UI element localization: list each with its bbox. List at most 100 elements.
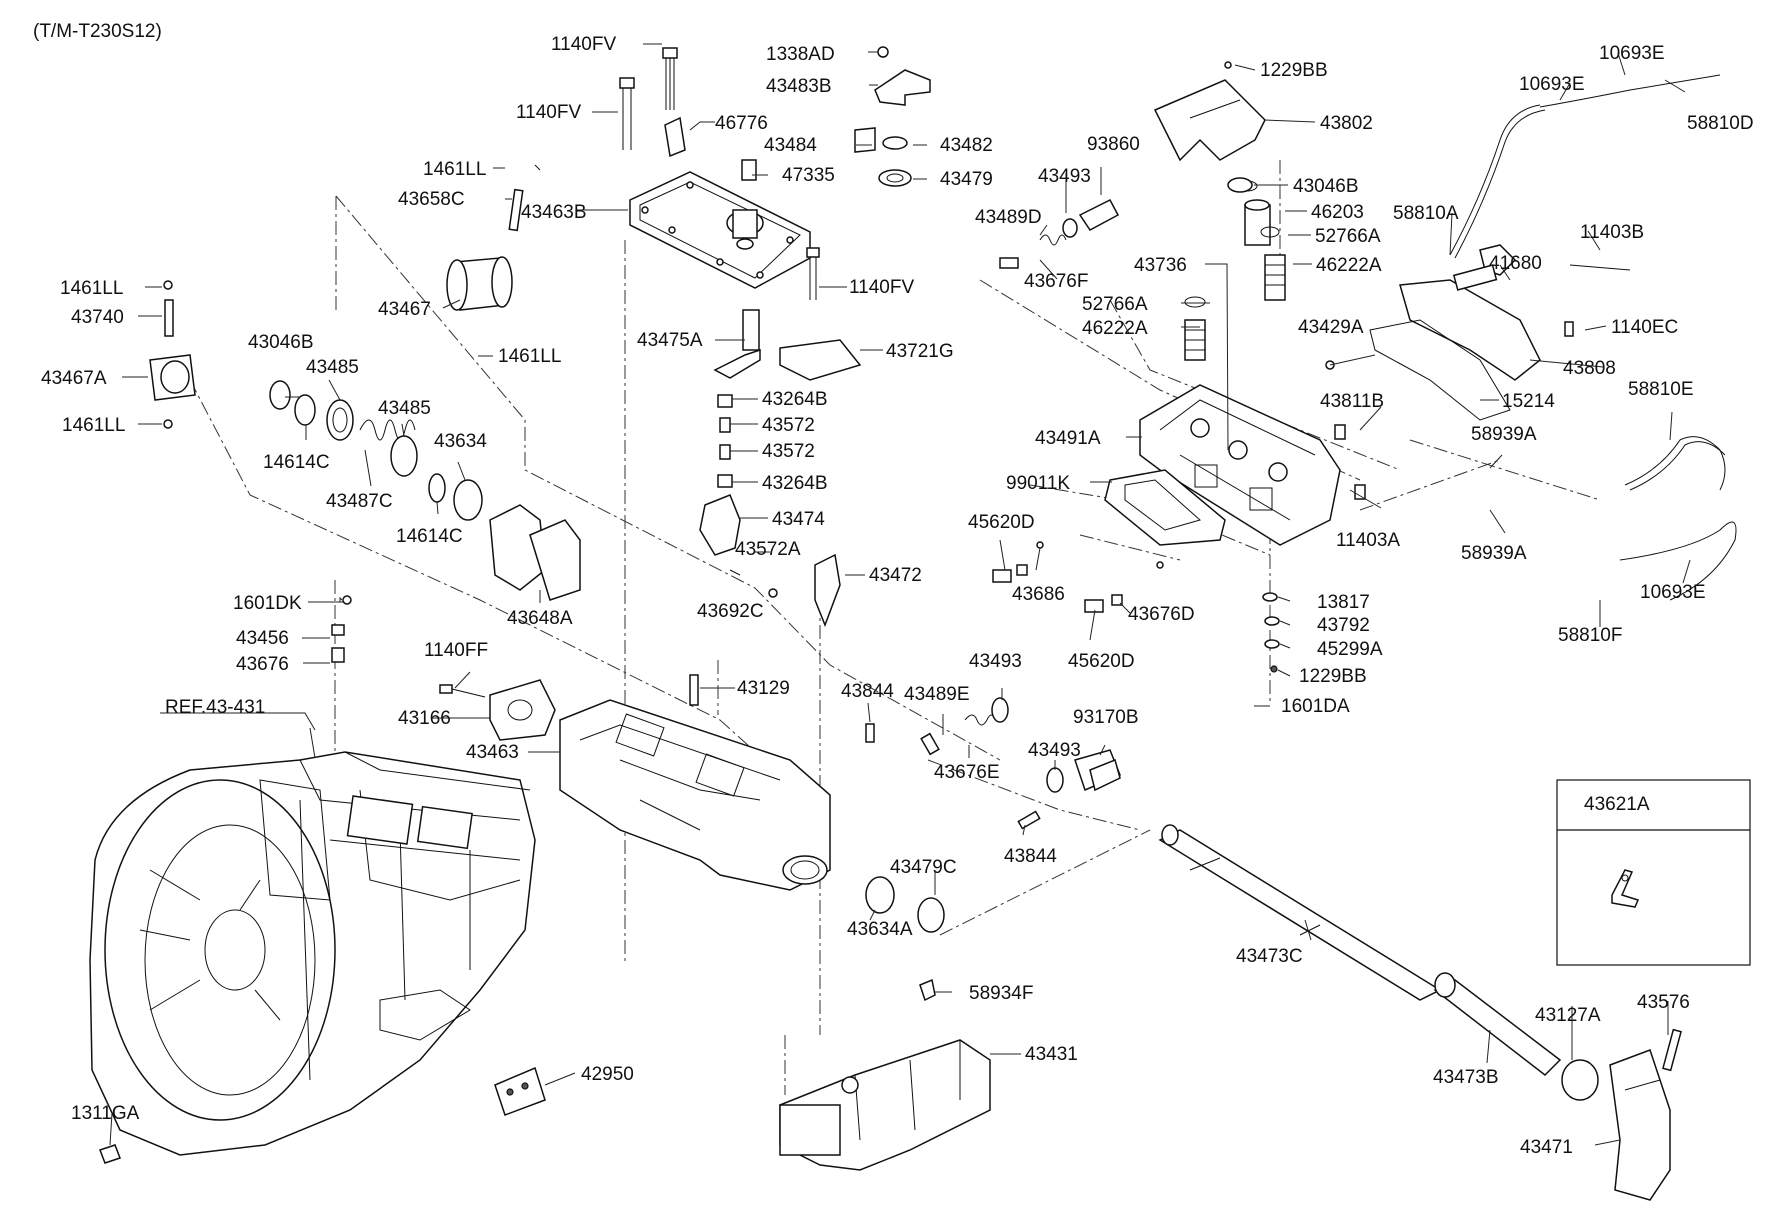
part-label: 43472 [869,565,922,586]
part-label: 93170B [1073,707,1139,728]
part-label: 1229BB [1299,666,1367,687]
part-label: 43479C [890,857,957,878]
shift-housing [331,595,945,933]
part-label: 1601DK [233,593,302,614]
part-label: 43576 [1637,992,1690,1013]
part-label: 43489E [904,684,970,705]
part-label: 43456 [236,628,289,649]
part-label: 43489D [975,207,1042,228]
part-label: 43467 [378,299,431,320]
part-label: 1338AD [766,44,835,65]
shift-lever [713,309,862,381]
part-label: 58939A [1461,543,1527,564]
flange-43166 [439,679,556,741]
part-label: 42950 [581,1064,634,1085]
part-label: 52766A [1315,226,1381,247]
part-label: 43264B [762,473,828,494]
part-label: 43572 [762,441,815,462]
part-label: 11403A [1336,530,1400,551]
transmission-case [89,751,536,1156]
plugs-45620d [992,541,1164,613]
part-label: 43692C [697,601,764,622]
model-code-label: (T/M-T230S12) [33,21,162,42]
rings-springs-left [269,380,581,601]
part-label: 46776 [715,113,768,134]
shift-actuator [779,978,991,1171]
part-label: 15214 [1502,391,1555,412]
part-label: 43166 [398,708,451,729]
part-label: 43736 [1134,255,1187,276]
part-label: 10693E [1599,43,1665,64]
part-label: 46222A [1082,318,1148,339]
inset-title: 43621A [1584,794,1650,815]
part-label: 43844 [841,681,894,702]
part-label: 58939A [1471,424,1537,445]
bolts-1140fv [619,47,820,300]
part-label: 58810A [1393,203,1459,224]
oil-lines [1449,74,1737,601]
part-label: 43802 [1320,113,1373,134]
part-label: 43471 [1520,1137,1573,1158]
part-label: 1140FV [849,277,914,298]
reference-label: REF.43-431 [165,697,265,718]
part-label: 43429A [1298,317,1364,338]
part-label: 43463B [521,202,587,223]
part-label: 43740 [71,307,124,328]
part-label: 43485 [306,357,359,378]
part-label: 43572 [762,415,815,436]
part-label: 58810F [1558,625,1622,646]
part-label: 43808 [1563,358,1616,379]
part-label: 43129 [737,678,790,699]
part-label: 41680 [1489,253,1542,274]
part-label: 1311GA [71,1103,140,1124]
part-label: 43046B [248,332,314,353]
part-label: 52766A [1082,294,1148,315]
part-label: 45620D [968,512,1035,533]
part-label: 43493 [969,651,1022,672]
cover-43802 [1153,61,1266,193]
part-label: 43487C [326,491,393,512]
part-label: 14614C [396,526,463,547]
part-label: 43572A [735,539,801,560]
part-label: 1140EC [1611,317,1678,338]
part-label: 43676E [934,762,1000,783]
part-label: 1140FV [551,34,616,55]
shift-cylinder-parts [149,188,524,429]
part-label: 58810E [1628,379,1694,400]
part-label: 43811B [1320,391,1384,412]
part-label: 43676F [1024,271,1088,292]
part-label: 43127A [1535,1005,1601,1026]
part-label: 1140FF [424,640,488,661]
shaft-sleeve-lever [1433,972,1682,1201]
part-label: 45299A [1317,639,1383,660]
part-label: 43482 [940,135,993,156]
part-label: 93860 [1087,134,1140,155]
part-label: 46222A [1316,255,1382,276]
part-label: 58810D [1687,113,1754,134]
part-label: 1461LL [498,346,561,367]
part-label: 45620D [1068,651,1135,672]
part-label: 43473B [1433,1067,1499,1088]
inset-box [1556,779,1751,966]
upper-bracket-parts [534,46,931,187]
pressure-sensors [999,199,1121,792]
part-label: 43463 [466,742,519,763]
washer-column [1262,592,1280,673]
bolt-1311ga [99,1144,121,1164]
valve-body [1104,384,1341,546]
part-label: 43474 [772,509,825,530]
part-label: 58934F [969,983,1033,1004]
part-label: 43658C [398,189,465,210]
part-label: 13817 [1317,592,1370,613]
bracket-icon [1611,869,1640,908]
part-label: 1229BB [1260,60,1328,81]
plate-and-gasket [1325,244,1631,500]
part-label: 43491A [1035,428,1101,449]
part-label: 10693E [1519,74,1585,95]
part-label: 46203 [1311,202,1364,223]
part-label: 43046B [1293,176,1359,197]
part-label: 47335 [782,165,835,186]
part-label: 1140FV [516,102,581,123]
part-label: 43634A [847,919,913,940]
